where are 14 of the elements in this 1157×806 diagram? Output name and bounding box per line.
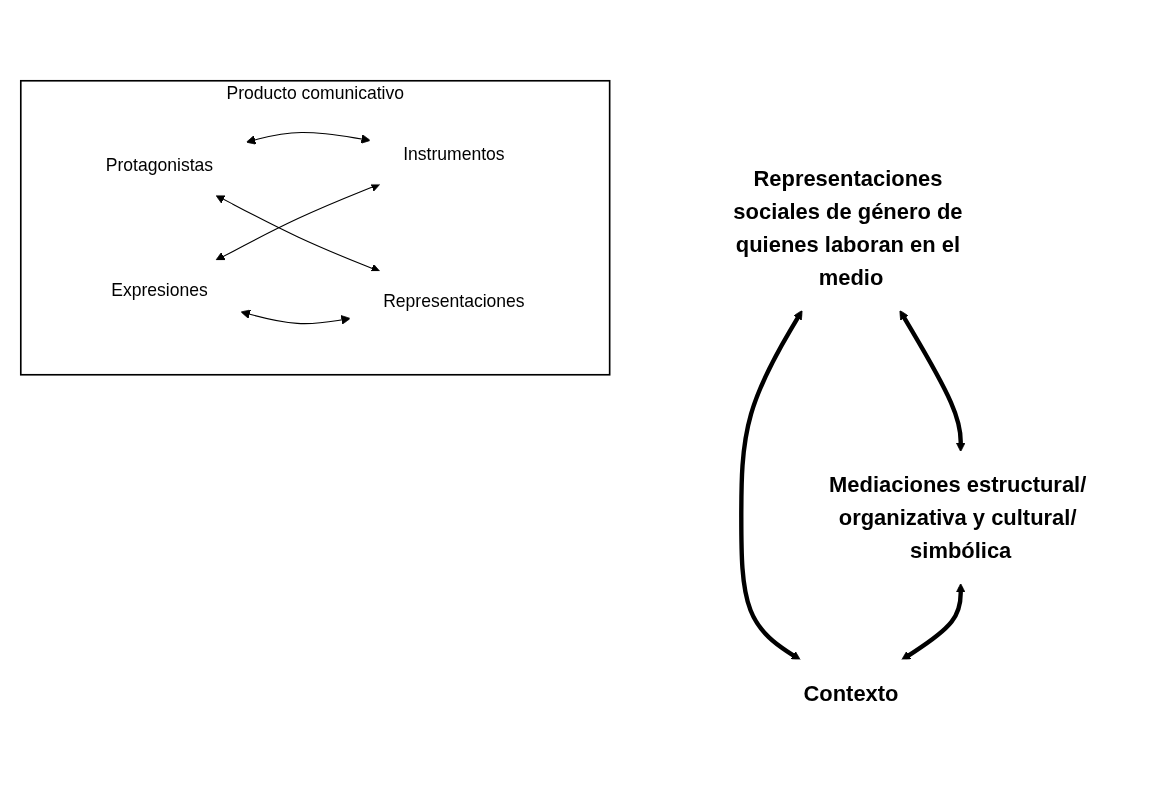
arrow xyxy=(240,309,351,325)
node-text: Instrumentos xyxy=(403,144,505,163)
node-text: Representaciones xyxy=(383,291,525,310)
node-text: Contexto xyxy=(803,680,899,705)
node-text: Expresiones xyxy=(111,280,208,299)
arrow xyxy=(901,582,966,661)
node-text: Mediaciones estructural/ organizativa y cultural/ simbólica xyxy=(829,472,1087,563)
arrow xyxy=(739,309,803,661)
arrow xyxy=(215,182,381,261)
arrow xyxy=(899,309,966,452)
arrow xyxy=(215,194,381,273)
node-text: Representaciones sociales de género de quienes laboran en el medio xyxy=(733,166,963,289)
node-text: Protagonistas xyxy=(105,155,214,174)
arrow xyxy=(246,131,371,145)
